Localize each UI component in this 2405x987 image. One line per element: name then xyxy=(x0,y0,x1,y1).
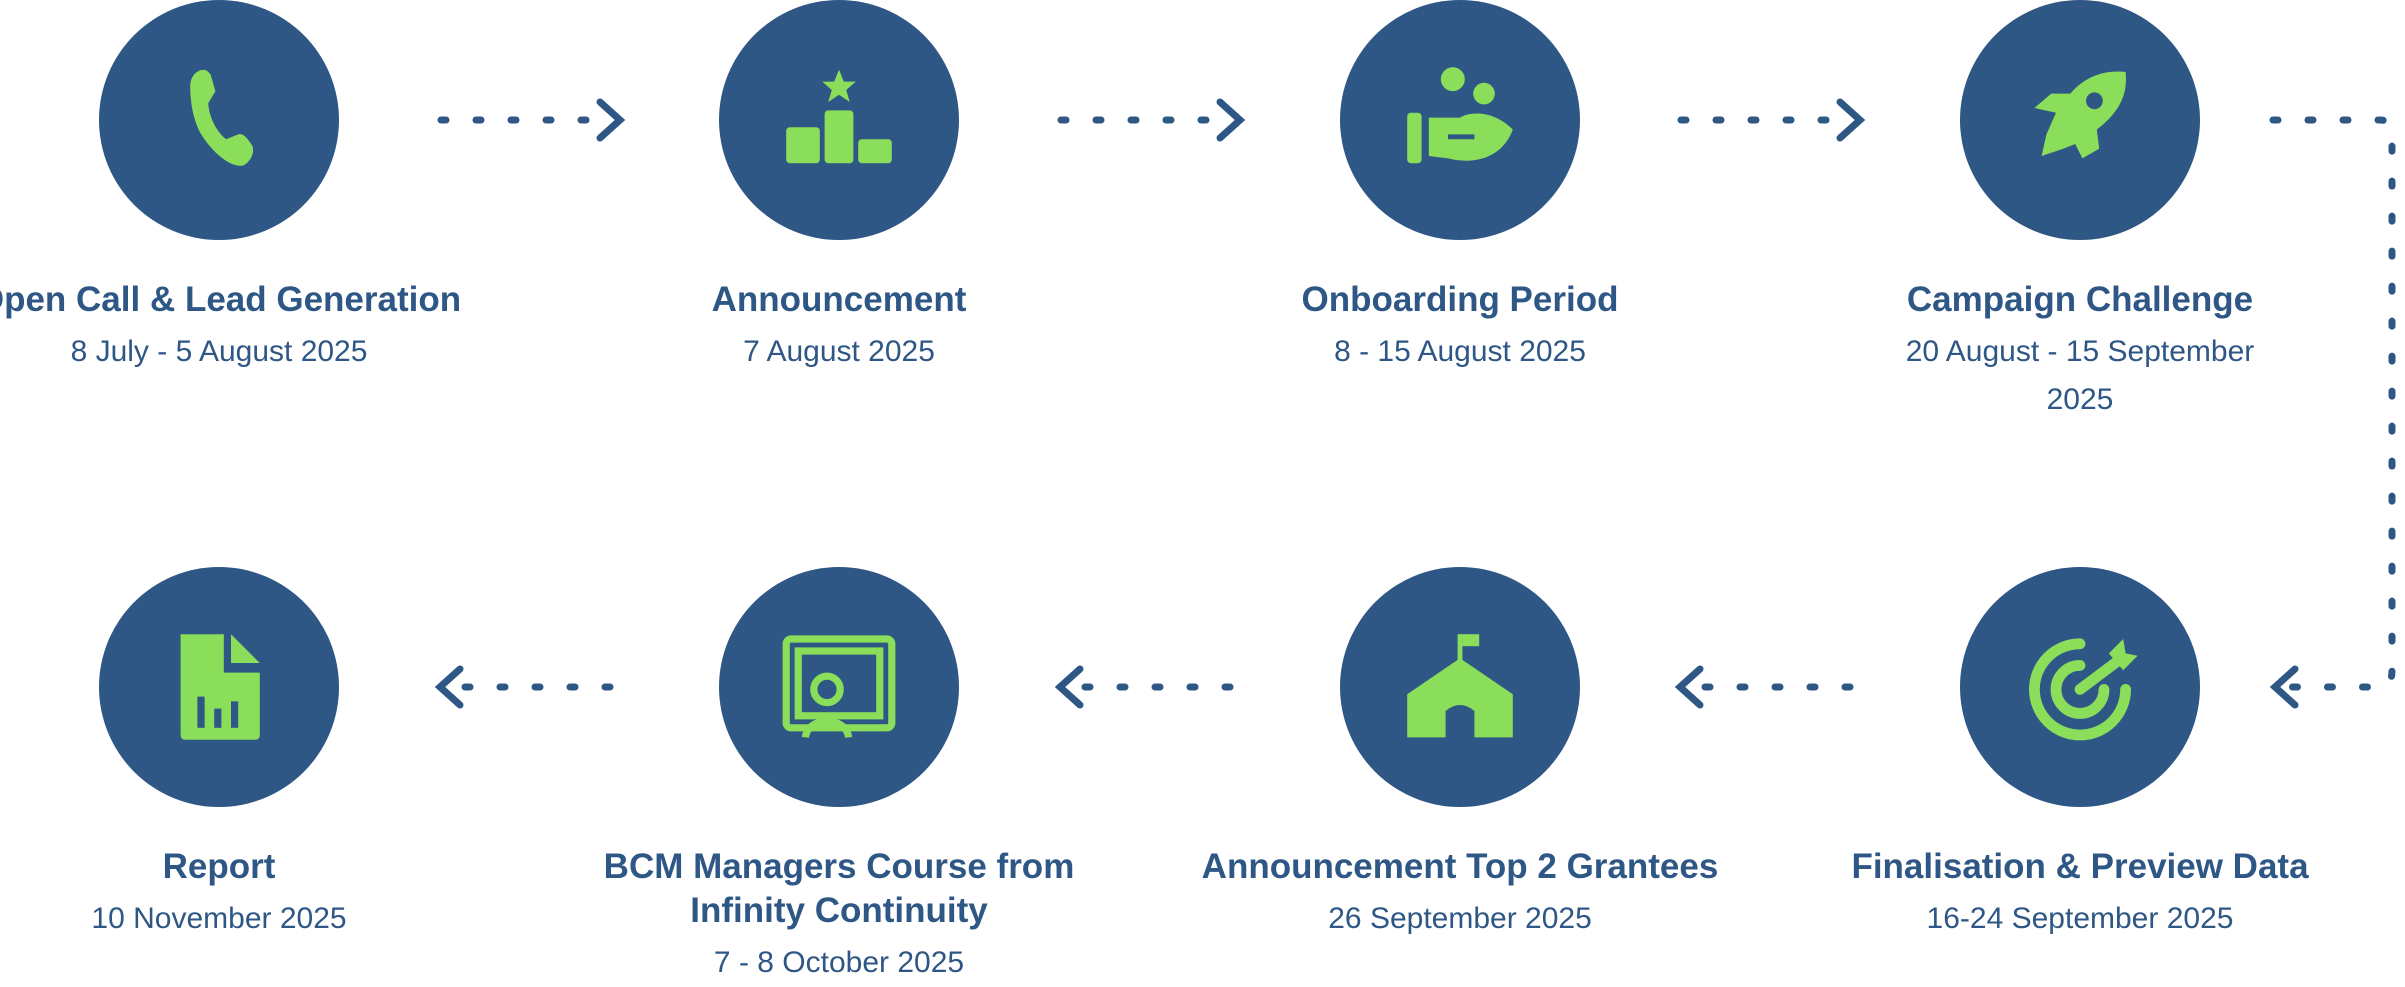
arrow-3-4 xyxy=(1677,98,1866,142)
step-date: 7 - 8 October 2025 xyxy=(713,946,965,979)
step-date: 8 July - 5 August 2025 xyxy=(70,335,368,368)
step-circle xyxy=(99,0,339,240)
school-icon xyxy=(1407,634,1513,738)
timeline-step-onboarding: Onboarding Period 8 - 15 August 2025 xyxy=(1200,0,1720,376)
step-circle xyxy=(1960,567,2200,807)
step-title: Campaign Challenge xyxy=(1906,280,2254,319)
timeline-step-campaign: Campaign Challenge 20 August - 15 Septem… xyxy=(1820,0,2340,424)
step-date: 7 August 2025 xyxy=(743,335,935,368)
timeline-connectors xyxy=(434,98,2396,709)
timeline-step-top2: Announcement Top 2 Grantees 26 September… xyxy=(1200,567,1720,943)
step-circle xyxy=(1960,0,2200,240)
step-date: 16-24 September 2025 xyxy=(1926,902,2234,935)
step-circle xyxy=(1340,567,1580,807)
arrow-1-2 xyxy=(437,98,626,142)
arrow-4-5 xyxy=(2269,116,2396,709)
step-title: Onboarding Period xyxy=(1301,280,1619,319)
phone-icon xyxy=(190,69,254,166)
arrow-2-3 xyxy=(1057,98,1246,142)
arrow-6-7 xyxy=(1054,665,1249,709)
step-date: 8 - 15 August 2025 xyxy=(1334,335,1586,368)
step-title: Announcement xyxy=(711,280,967,319)
step-date: 20 August - 15 September 2025 xyxy=(1905,335,2255,416)
step-title: Open Call & Lead Generation xyxy=(0,280,462,319)
step-title: BCM Managers Course from Infinity Contin… xyxy=(603,847,1075,930)
timeline-step-open-call: Open Call & Lead Generation 8 July - 5 A… xyxy=(0,0,479,376)
step-date: 10 November 2025 xyxy=(91,902,347,935)
arrow-5-6 xyxy=(1674,665,1869,709)
target-icon xyxy=(2029,638,2138,741)
certificate-person-icon xyxy=(782,635,896,739)
timeline-step-finalisation: Finalisation & Preview Data 16-24 Septem… xyxy=(1820,567,2340,943)
arrow-7-8 xyxy=(434,665,629,709)
step-circle xyxy=(719,567,959,807)
timeline-step-announcement: Announcement 7 August 2025 xyxy=(579,0,1099,376)
report-chart-icon xyxy=(180,634,260,740)
step-title: Report xyxy=(162,847,276,886)
timeline-step-report: Report 10 November 2025 xyxy=(0,567,479,943)
step-circle xyxy=(719,0,959,240)
timeline-step-bcm-course: BCM Managers Course from Infinity Contin… xyxy=(579,567,1099,987)
podium-star-icon xyxy=(786,69,892,164)
step-date: 26 September 2025 xyxy=(1328,902,1592,935)
step-circle xyxy=(1340,0,1580,240)
step-circle xyxy=(99,567,339,807)
hand-people-icon xyxy=(1407,67,1513,164)
step-title: Finalisation & Preview Data xyxy=(1851,847,2309,886)
rocket-icon xyxy=(2034,71,2126,159)
step-title: Announcement Top 2 Grantees xyxy=(1201,847,1719,886)
